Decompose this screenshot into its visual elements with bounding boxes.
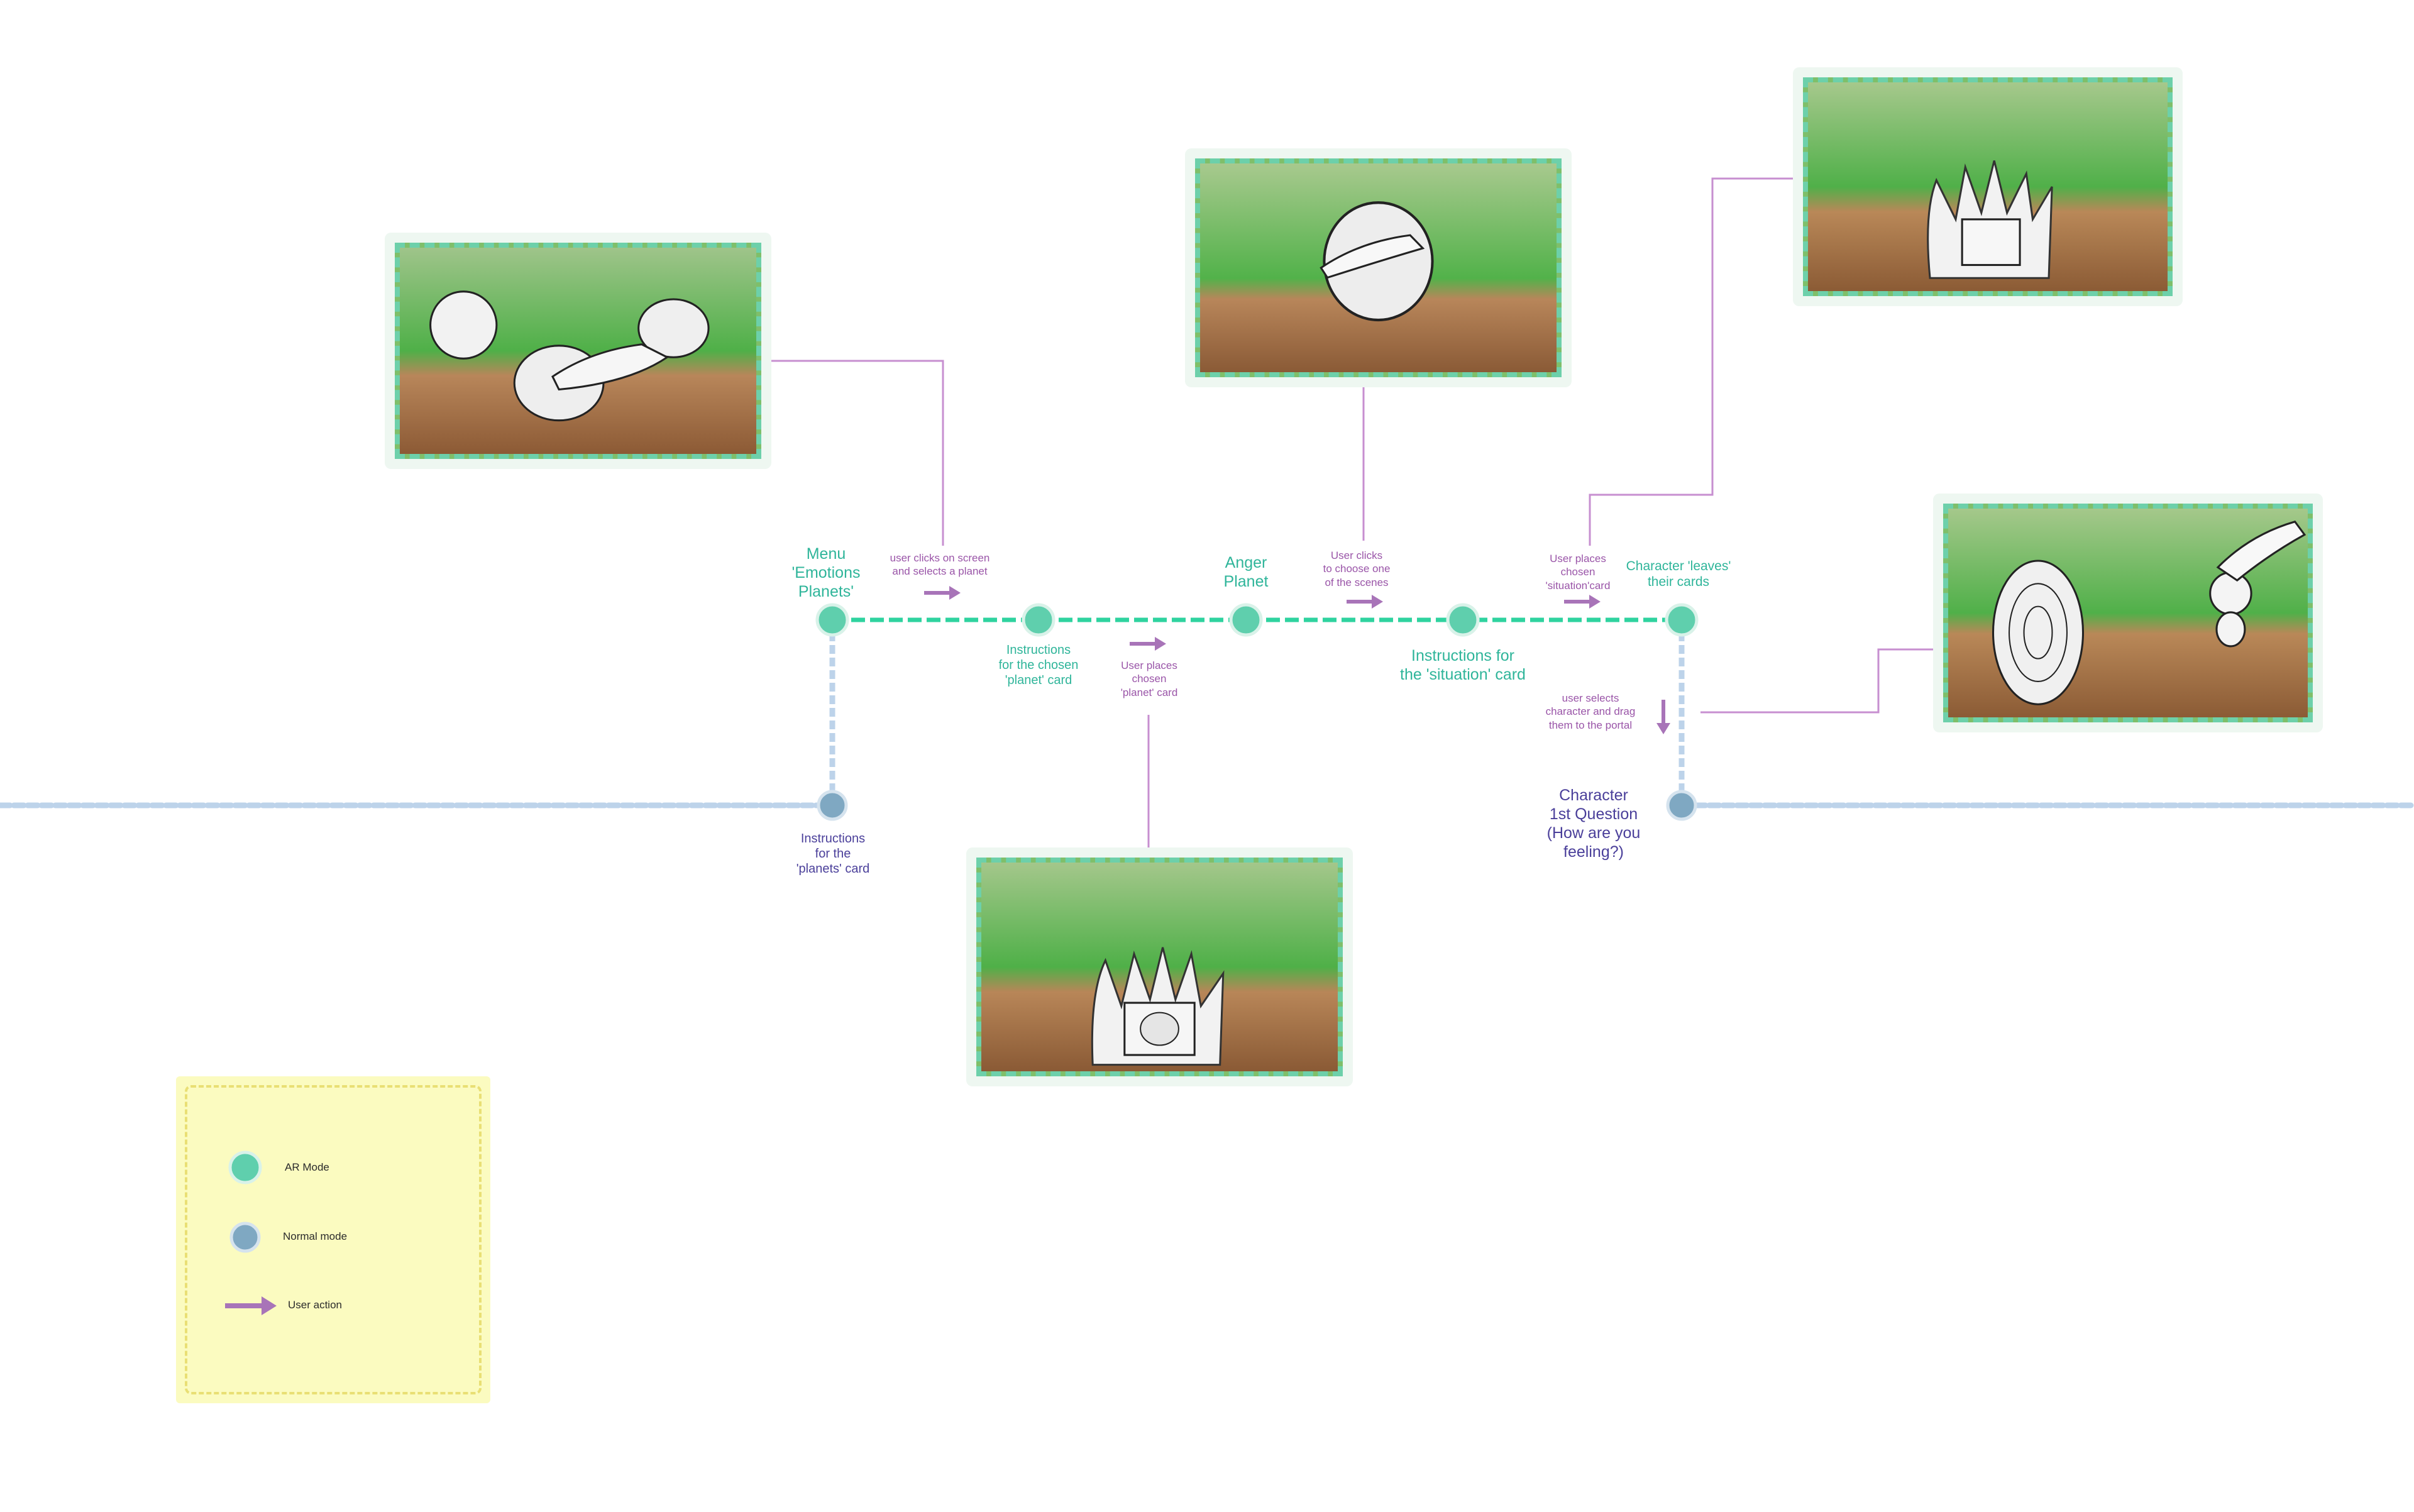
label-situation-instructions: Instructions for the 'situation' card: [1400, 647, 1526, 683]
connector-situation-scene: [1589, 177, 1798, 546]
node-chosen-planet-instructions[interactable]: [1022, 603, 1055, 637]
user-action-arrow-drag-character: [1656, 700, 1670, 734]
legend-user-action-label: User action: [288, 1299, 342, 1311]
user-action-arrow-place-planet-card: [1130, 637, 1166, 651]
node-character-question[interactable]: [1666, 790, 1697, 821]
action-label-select-planet: user clicks on screen and selects a plan…: [890, 552, 990, 578]
node-situation-instructions[interactable]: [1446, 603, 1480, 637]
node-anger-planet[interactable]: [1229, 603, 1263, 637]
legend-normal-mode-label: Normal mode: [283, 1230, 348, 1242]
node-character-leaves[interactable]: [1665, 603, 1699, 637]
user-action-arrow-select-planet: [924, 586, 961, 600]
label-anger-planet: Anger Planet: [1223, 554, 1269, 590]
label-menu-emotions-planets: Menu 'Emotions Planets': [791, 545, 861, 600]
scene-situation-card: [1793, 67, 2183, 306]
node-planets-instructions[interactable]: [817, 790, 848, 821]
action-label-place-situation-card: User places chosen 'situation'card: [1545, 553, 1611, 592]
scene-anger-planet: [1185, 148, 1572, 387]
scene-portal: [1933, 494, 2323, 732]
user-action-arrow-place-situation-card: [1564, 595, 1601, 609]
action-label-drag-character: user selects character and drag them to …: [1545, 692, 1636, 731]
legend-note: AR Mode Normal mode User action: [176, 1076, 490, 1403]
label-chosen-planet-instructions: Instructions for the chosen 'planet' car…: [998, 643, 1079, 687]
planet-card-sketch-icon: [981, 863, 1338, 1071]
legend-normal-mode-icon: [229, 1222, 261, 1253]
legend-note-border: [185, 1085, 482, 1394]
label-planets-instructions: Instructions for the 'planets' card: [796, 832, 870, 876]
legend-ar-mode-label: AR Mode: [285, 1161, 329, 1173]
connector-menu-scene: [770, 360, 944, 546]
scene-planet-card: [966, 847, 1353, 1086]
legend-user-action-arrow-icon: [225, 1296, 277, 1315]
node-menu-emotions-planets[interactable]: [815, 603, 849, 637]
scene-planet-menu: [385, 233, 771, 469]
label-character-question: Character 1st Question (How are you feel…: [1546, 786, 1641, 861]
connector-portal-scene: [1700, 648, 1936, 714]
anger-planet-sketch-icon: [1200, 163, 1557, 372]
action-label-choose-scene: User clicks to choose one of the scenes: [1323, 549, 1391, 588]
action-label-place-planet-card: User places chosen 'planet' card: [1120, 659, 1178, 698]
user-action-arrow-choose-scene: [1347, 595, 1383, 609]
label-character-leaves: Character 'leaves' their cards: [1626, 559, 1731, 590]
situation-card-sketch-icon: [1808, 82, 2168, 291]
planet-selection-sketch-icon: [400, 248, 756, 454]
portal-character-sketch-icon: [1948, 509, 2308, 717]
legend-ar-mode-icon: [228, 1151, 262, 1184]
